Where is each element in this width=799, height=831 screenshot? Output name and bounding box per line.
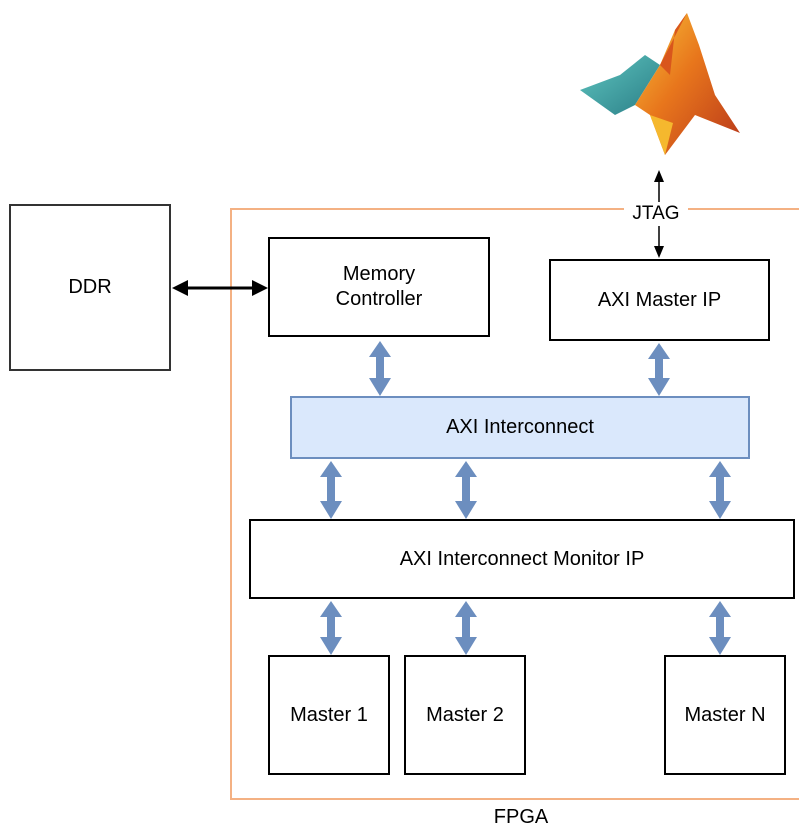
bus-arrow-monitor-master-n [709,601,731,655]
axi-interconnect-label: AXI Interconnect [446,416,594,438]
master-2-label: Master 2 [426,703,504,726]
matlab-logo-icon [580,13,740,155]
ddr-block: DDR [9,204,171,371]
fpga-boundary [230,208,799,800]
master-n-block: Master N [664,655,786,775]
master-n-label: Master N [684,703,766,726]
jtag-label: JTAG [624,202,688,226]
bus-arrow-interconnect-monitor-n [709,461,731,519]
bus-arrow-interconnect-monitor-1 [320,461,342,519]
axi-master-ip-block: AXI Master IP [549,259,770,341]
axi-master-ip-label: AXI Master IP [597,288,722,311]
master-2-block: Master 2 [404,655,526,775]
master-1-label: Master 1 [290,703,368,726]
monitor-ip-label: AXI Interconnect Monitor IP [399,547,645,570]
memory-controller-block: Memory Controller [268,237,490,337]
bus-arrow-master-ip-interconnect [648,343,670,396]
ddr-memory-arrow [172,280,268,296]
fpga-label: FPGA [493,806,549,828]
memory-controller-label: Memory Controller [335,263,423,310]
master-1-block: Master 1 [268,655,390,775]
bus-arrow-monitor-master-1 [320,601,342,655]
bus-arrow-memory-interconnect [369,341,391,396]
ddr-label: DDR [68,276,112,298]
axi-interconnect-block: AXI Interconnect [290,396,750,459]
bus-arrow-monitor-master-2 [455,601,477,655]
bus-arrow-interconnect-monitor-2 [455,461,477,519]
monitor-ip-block: AXI Interconnect Monitor IP [249,519,795,599]
